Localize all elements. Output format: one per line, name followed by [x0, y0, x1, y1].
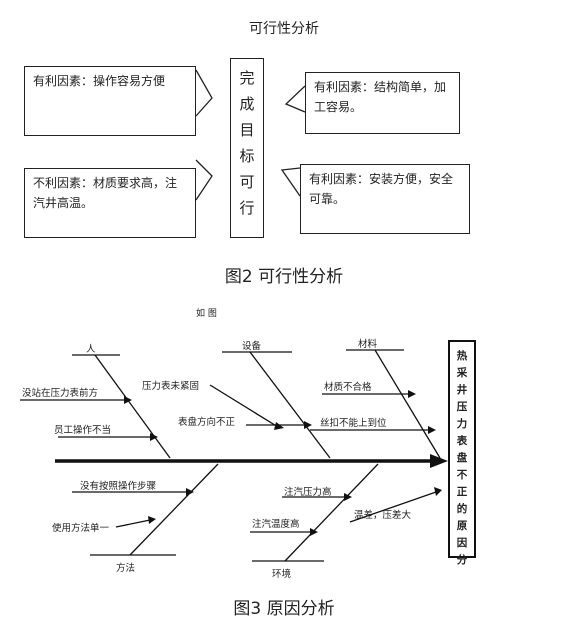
effect-char: 的 [456, 503, 468, 515]
effect-char: 原 [456, 520, 468, 532]
figure2-caption: 图2 可行性分析 [224, 267, 344, 287]
bone-material [374, 349, 441, 459]
category-person: 人 [86, 344, 96, 355]
effect-char: 盘 [456, 452, 468, 464]
twig-single-method [115, 519, 151, 528]
spine-arrowhead [430, 454, 448, 468]
feasibility-title: 可行性分析 [249, 21, 319, 37]
feasibility-pointers [195, 69, 306, 201]
pointer-top-right [284, 85, 306, 113]
cause-thread: 丝扣不能上到位 [320, 418, 387, 429]
center-char: 可 [239, 173, 255, 191]
box-top-left: 有利因素：操作容易方便 [24, 66, 196, 136]
category-material: 材料 [358, 339, 378, 350]
fishbone-header: 如 图 [196, 309, 217, 319]
effect-box: 热 采 井 压 力 表 盘 不 正 的 原 因 分 [448, 340, 476, 566]
box-bottom-right: 有利因素：安装方便，安全可靠。 [300, 164, 470, 234]
category-environment: 环境 [272, 569, 292, 580]
center-char: 完 [239, 69, 255, 87]
cause-dial-direction: 表盘方向不正 [178, 417, 236, 428]
effect-char: 不 [456, 469, 468, 481]
bone-person [94, 354, 171, 459]
center-goal-box: 完 成 目 标 可 行 [230, 58, 264, 238]
cause-steam-temp: 注汽温度高 [252, 519, 300, 530]
effect-char: 正 [456, 486, 468, 498]
bone-environment [284, 463, 379, 562]
box-top-right: 有利因素：结构简单，加工容易。 [305, 72, 460, 134]
twig-not-tightened [209, 384, 279, 428]
pointer-top-left [195, 69, 213, 117]
center-char: 标 [239, 147, 255, 165]
center-char: 行 [239, 199, 255, 217]
cause-not-tightened: 压力表未紧固 [142, 381, 200, 392]
effect-char: 力 [456, 418, 468, 430]
pointer-bottom-right [280, 167, 301, 197]
cause-steam-pressure: 注汽压力高 [284, 487, 332, 498]
pointer-bottom-left [195, 159, 213, 201]
effect-char: 分 [456, 554, 468, 566]
cause-not-following: 没有按照操作步骤 [80, 481, 157, 492]
category-equipment: 设备 [242, 341, 262, 352]
bone-equipment [249, 351, 331, 459]
bone-method [129, 463, 219, 556]
box-bottom-left: 不利因素：材质要求高，注汽井高温。 [24, 168, 196, 238]
effect-char: 压 [456, 401, 468, 413]
effect-char: 井 [456, 384, 468, 396]
center-char: 成 [239, 95, 255, 113]
twig-arrowheads [124, 390, 442, 536]
category-method: 方法 [116, 563, 136, 574]
fishbone-lines [20, 349, 448, 562]
cause-not-standing: 没站在压力表前方 [22, 388, 99, 399]
cause-temp-pressure: 温差，压差大 [354, 510, 412, 521]
cause-single-method: 使用方法单一 [52, 523, 110, 534]
center-char: 目 [239, 121, 255, 139]
twig-temp-pressure [349, 491, 437, 523]
effect-char: 表 [456, 435, 468, 447]
effect-char: 采 [456, 367, 468, 379]
effect-char: 热 [456, 350, 468, 362]
cause-unqualified: 材质不合格 [324, 382, 372, 393]
figure3-caption: 图3 原因分析 [233, 599, 335, 619]
cause-improper-op: 员工操作不当 [54, 425, 112, 436]
effect-char: 因 [456, 537, 468, 549]
